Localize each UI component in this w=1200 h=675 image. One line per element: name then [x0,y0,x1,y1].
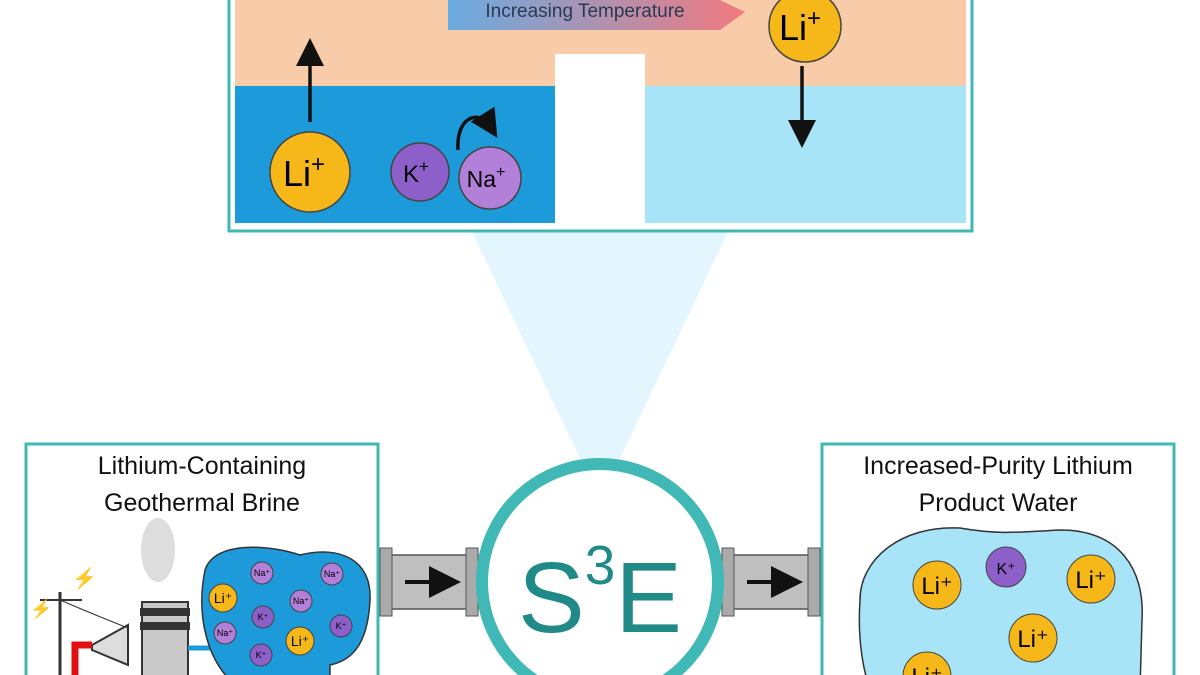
product-panel: Increased-Purity Lithium Product Water K… [820,442,1176,675]
svg-text:K⁺: K⁺ [256,650,267,660]
svg-text:Na⁺: Na⁺ [217,628,234,638]
inlet-pipe [379,547,479,617]
brine-panel: Lithium-Containing Geothermal Brine ⚡ ⚡ N… [24,442,380,675]
svg-text:K+: K+ [403,157,429,188]
svg-text:Li⁺: Li⁺ [291,633,309,649]
zoom-cone [472,232,728,500]
product-title: Increased-Purity Lithium [863,452,1133,480]
svg-text:⚡: ⚡ [72,566,97,590]
temperature-label: Increasing Temperature [485,1,684,22]
brine-title: Geothermal Brine [104,489,300,517]
svg-text:Li⁺: Li⁺ [1075,567,1106,594]
svg-text:Li⁺: Li⁺ [921,573,952,600]
svg-text:⚡: ⚡ [30,598,52,620]
svg-text:Na⁺: Na⁺ [293,596,310,606]
svg-text:Li⁺: Li⁺ [911,664,942,675]
svg-text:S3E: S3E [518,534,682,654]
brine-title: Lithium-Containing [98,452,306,480]
svg-text:K⁺: K⁺ [258,612,269,622]
potassium-ion: K+ [390,142,450,202]
svg-text:Li+: Li+ [283,151,325,194]
product-title: Product Water [919,489,1078,517]
s3e-logo: S3E [476,458,724,675]
svg-text:Na⁺: Na⁺ [254,568,271,578]
svg-text:Li⁺: Li⁺ [1017,626,1048,653]
temperature-arrow [448,0,745,30]
lithium-ion: Li+ [768,0,842,63]
svg-text:Li⁺: Li⁺ [214,590,232,606]
outlet-pipe [721,547,821,617]
svg-text:K⁺: K⁺ [336,621,347,631]
lithium-ion: Li+ [269,131,351,213]
svg-text:Li+: Li+ [779,5,821,48]
svg-text:Na+: Na+ [467,164,506,192]
svg-text:Na⁺: Na⁺ [324,569,341,579]
membrane-detail-panel: Increasing Temperature Li+ Li+ K+ Na+ [227,0,974,233]
svg-text:K⁺: K⁺ [996,561,1015,578]
membrane [555,54,645,223]
sodium-ion: Na+ [458,146,522,210]
